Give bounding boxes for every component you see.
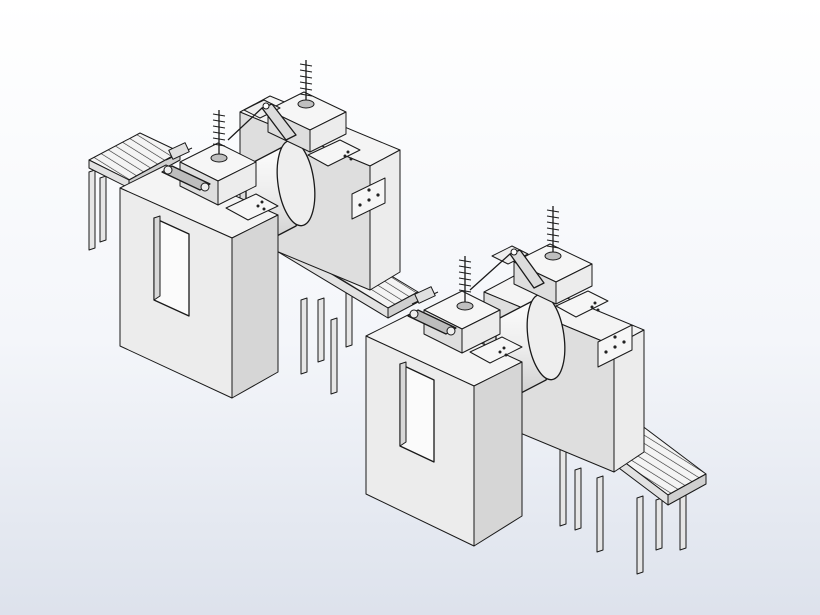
control-panel (351, 177, 386, 220)
control-panel (597, 324, 633, 368)
linkage (407, 286, 457, 336)
linkage (227, 99, 297, 141)
linkage (161, 142, 211, 192)
spring-assembly (179, 110, 279, 221)
front-housing (119, 164, 279, 399)
conveyor-legs (300, 287, 353, 395)
conveyor-legs (88, 169, 107, 251)
linkage (469, 245, 545, 291)
front-housing (365, 311, 523, 547)
station-1 (119, 60, 401, 399)
station-2 (365, 206, 645, 547)
